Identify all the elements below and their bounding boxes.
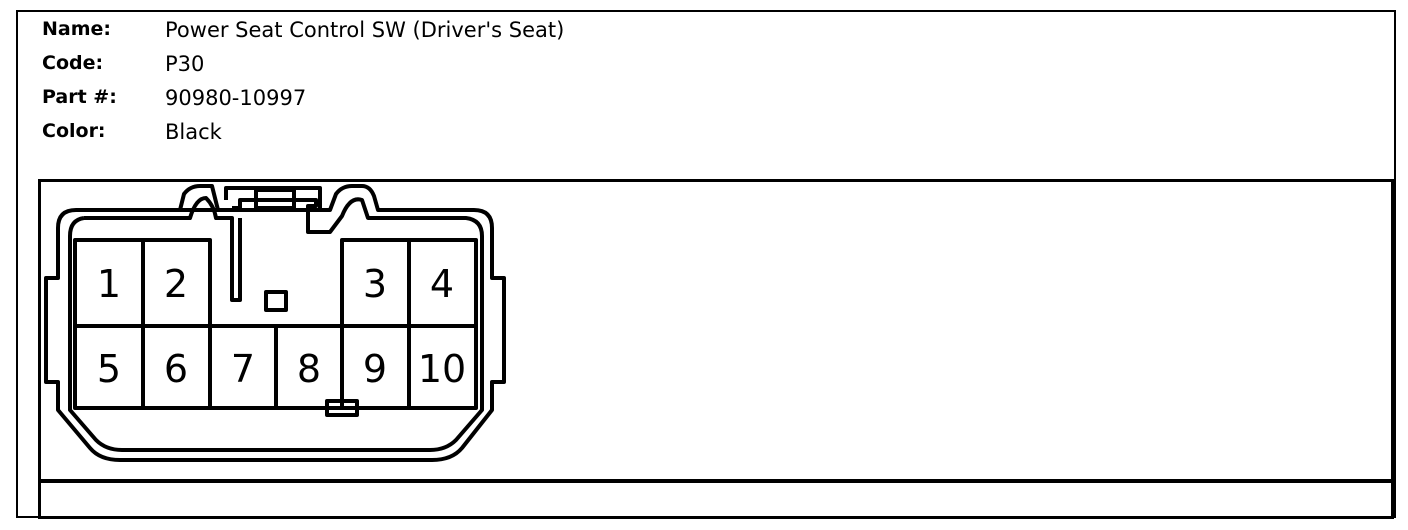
name-row: Name: Power Seat Control SW (Driver's Se…	[42, 18, 742, 48]
code-label: Code:	[42, 52, 104, 74]
part-label: Part #:	[42, 86, 117, 108]
color-row: Color: Black	[42, 120, 742, 150]
connector-housing-inner	[68, 196, 484, 452]
color-label: Color:	[42, 120, 106, 142]
pin-label-6: 6	[164, 347, 188, 391]
latch-block	[254, 188, 296, 210]
pin-label-2: 2	[164, 262, 188, 306]
pin-label-5: 5	[97, 347, 121, 391]
connector-panel	[38, 179, 1394, 519]
pin-label-3: 3	[363, 262, 387, 306]
code-value: P30	[165, 52, 205, 76]
cavity-10	[407, 324, 478, 410]
pin-label-9: 9	[363, 347, 387, 391]
name-label: Name:	[42, 18, 112, 40]
pin-label-8: 8	[297, 347, 321, 391]
panel-divider	[38, 479, 1394, 483]
pin-label-7: 7	[231, 347, 255, 391]
key-square	[264, 290, 288, 312]
pin-label-10: 10	[418, 347, 466, 391]
pin-label-4: 4	[430, 262, 454, 306]
name-value: Power Seat Control SW (Driver's Seat)	[165, 18, 565, 42]
connector-housing-outer	[44, 184, 506, 462]
color-value: Black	[165, 120, 222, 144]
code-row: Code: P30	[42, 52, 742, 82]
pin-label-1: 1	[97, 262, 121, 306]
part-value: 90980-10997	[165, 86, 307, 110]
part-row: Part #: 90980-10997	[42, 86, 742, 116]
